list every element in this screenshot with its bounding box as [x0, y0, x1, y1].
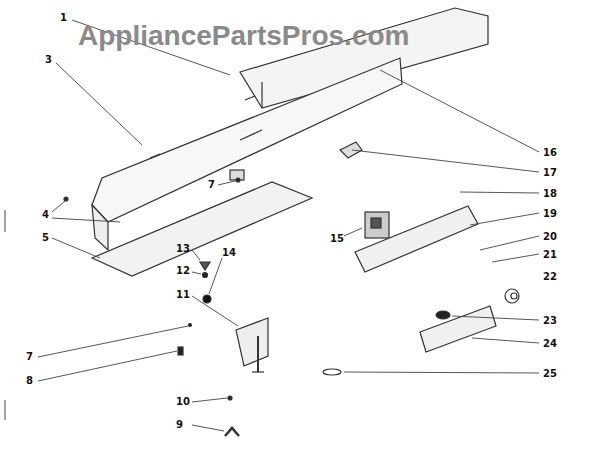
lower-bracket — [236, 318, 268, 366]
callout-number: 1 — [60, 13, 67, 23]
pin — [257, 336, 259, 372]
callout-number: 13 — [176, 244, 190, 254]
callout-number: 16 — [543, 148, 557, 158]
clip — [340, 142, 362, 158]
switch-face — [371, 218, 381, 228]
callout-number: 11 — [176, 290, 190, 300]
panel-slot — [150, 154, 160, 158]
callout-number: 8 — [26, 376, 33, 386]
callout-number: 7 — [208, 180, 215, 190]
watermark: AppliancePartsPros.com — [78, 22, 409, 50]
callout-number: 22 — [543, 272, 557, 282]
lower-bar — [420, 306, 496, 352]
washer — [228, 396, 232, 400]
callout-number: 5 — [42, 233, 49, 243]
callout-number: 17 — [543, 168, 557, 178]
bar — [355, 206, 478, 272]
panel-slot — [245, 96, 255, 100]
callout-number: 20 — [543, 232, 557, 242]
screw — [189, 324, 192, 327]
screw — [64, 197, 68, 201]
callout-number: 21 — [543, 250, 557, 260]
panel-end — [92, 205, 108, 250]
callout-number: 23 — [543, 316, 557, 326]
callout-number: 9 — [176, 420, 183, 430]
ring — [505, 289, 519, 303]
scan-mark — [4, 210, 5, 232]
callout-number: 14 — [222, 248, 236, 258]
nut — [203, 273, 208, 278]
switch-block — [365, 212, 389, 238]
callout-number: 25 — [543, 369, 557, 379]
cover-edge — [261, 82, 262, 108]
callout-number: 19 — [543, 209, 557, 219]
callout-number: 7 — [26, 352, 33, 362]
callout-number: 3 — [45, 55, 52, 65]
screw — [178, 347, 183, 355]
ring-inner — [511, 293, 517, 299]
base-flange — [92, 182, 312, 276]
callout-number: 24 — [543, 339, 557, 349]
callout-number: 18 — [543, 189, 557, 199]
screw — [236, 178, 240, 182]
spring-clip — [225, 428, 239, 436]
callout-number: 12 — [176, 266, 190, 276]
grommet — [436, 311, 450, 319]
panel-slot — [240, 130, 262, 140]
clip-oval — [323, 369, 341, 375]
washer — [200, 262, 210, 270]
scan-mark — [4, 400, 5, 420]
callout-number: 15 — [330, 234, 344, 244]
nut — [203, 295, 211, 303]
leader-lines — [38, 20, 539, 431]
pin-base — [252, 371, 264, 372]
callout-number: 10 — [176, 397, 190, 407]
callout-number: 4 — [42, 210, 49, 220]
